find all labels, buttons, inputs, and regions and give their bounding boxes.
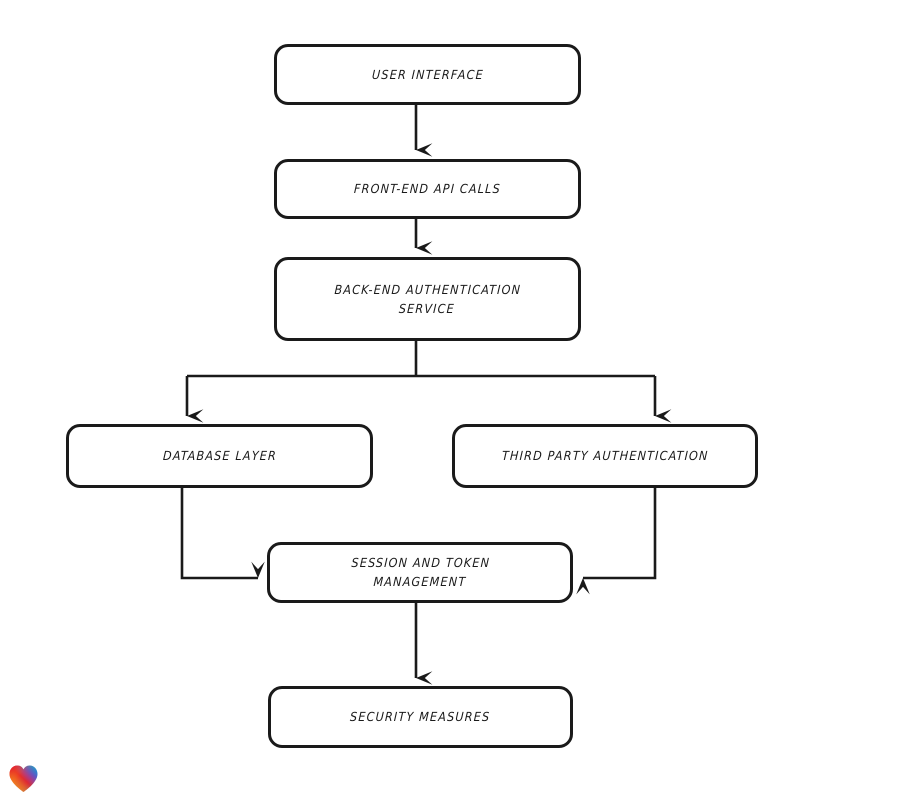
node-session-and-token-management[interactable]: Session and Token Management [267, 542, 573, 603]
node-third-party-authentication-label: Third Party Authentication [501, 448, 709, 464]
edge-database-to-session [180, 488, 265, 580]
node-security-measures-label: Security Measures [349, 709, 492, 725]
node-user-interface-label: User Interface [371, 66, 484, 82]
node-database-layer[interactable]: Database Layer [66, 424, 373, 488]
node-user-interface[interactable]: User Interface [274, 44, 581, 105]
edge-thirdparty-to-session [576, 488, 657, 595]
node-frontend-api-calls-label: Front-End API Calls [353, 181, 502, 197]
node-third-party-authentication[interactable]: Third Party Authentication [452, 424, 758, 488]
node-frontend-api-calls[interactable]: Front-End API Calls [274, 159, 581, 219]
heart-icon [9, 765, 38, 793]
node-backend-authentication-service[interactable]: Back-End Authentication Service [274, 257, 581, 341]
node-database-layer-label: Database Layer [162, 448, 277, 464]
node-session-and-token-management-label: Session and Token Management [350, 555, 491, 590]
node-security-measures[interactable]: Security Measures [268, 686, 573, 748]
node-backend-authentication-service-label: Back-End Authentication Service [334, 281, 522, 316]
